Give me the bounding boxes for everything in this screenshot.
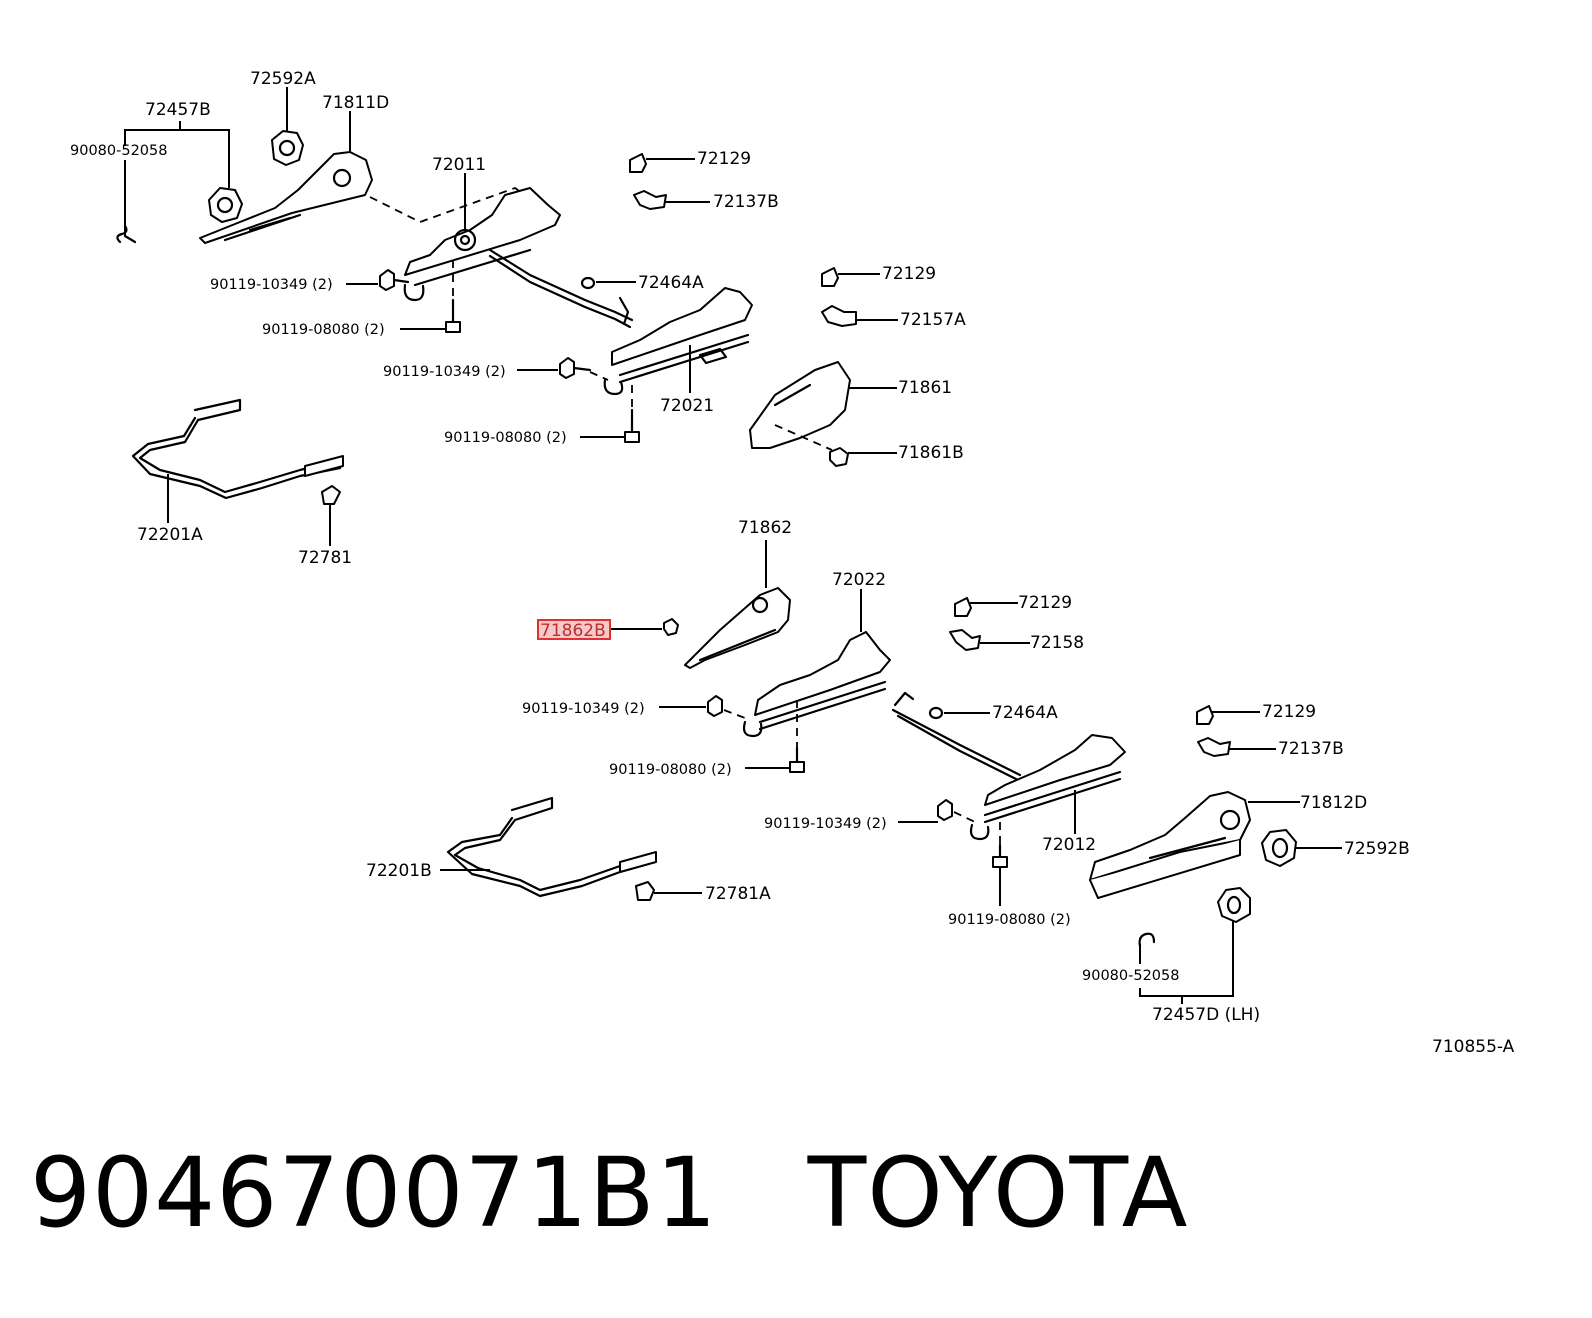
label-71861[interactable]: 71861 xyxy=(898,378,952,398)
label-72457D[interactable]: 72457D (LH) xyxy=(1152,1005,1260,1025)
label-90119-10349-a[interactable]: 90119-10349 (2) xyxy=(210,277,333,293)
part-72781-clip xyxy=(321,485,341,505)
part-72011-track xyxy=(403,187,634,329)
clip-90080-52058-bottom xyxy=(1138,932,1156,948)
part-71862-cover xyxy=(684,587,791,669)
part-bolt-90119-10349-d xyxy=(937,799,953,821)
part-72201a-bar xyxy=(131,398,344,500)
part-72457d-knob xyxy=(1217,887,1251,923)
label-90119-10349-b[interactable]: 90119-10349 (2) xyxy=(383,364,506,380)
highlight-box xyxy=(537,619,611,640)
part-71861-cover xyxy=(749,361,851,449)
label-72137B-a[interactable]: 72137B xyxy=(713,192,779,212)
label-90080-52058-bottom[interactable]: 90080-52058 xyxy=(1082,968,1180,984)
label-72464A-a[interactable]: 72464A xyxy=(638,273,704,293)
label-71862[interactable]: 71862 xyxy=(738,518,792,538)
part-72457b-knob xyxy=(208,187,243,223)
part-72137b-clip-a xyxy=(633,190,667,210)
label-72158[interactable]: 72158 xyxy=(1030,633,1084,653)
part-72157a-clip xyxy=(821,305,857,327)
label-90119-08080-c[interactable]: 90119-08080 (2) xyxy=(609,762,732,778)
part-72129-clip-d xyxy=(1196,705,1214,725)
part-72464a-washer-b xyxy=(928,706,944,720)
label-90119-08080-a[interactable]: 90119-08080 (2) xyxy=(262,322,385,338)
label-72157A[interactable]: 72157A xyxy=(900,310,966,330)
part-72592b-knob xyxy=(1261,829,1297,867)
label-72022[interactable]: 72022 xyxy=(832,570,886,590)
caption: 904670071B1 TOYOTA xyxy=(30,1138,1188,1248)
part-72464a-washer-a xyxy=(580,276,596,290)
label-72457B[interactable]: 72457B xyxy=(145,100,211,120)
label-72129-a[interactable]: 72129 xyxy=(697,149,751,169)
label-72137B-b[interactable]: 72137B xyxy=(1278,739,1344,759)
part-72201b-bar xyxy=(446,796,657,898)
brand-title: TOYOTA xyxy=(807,1137,1189,1249)
label-72129-c[interactable]: 72129 xyxy=(1018,593,1072,613)
figure-code: 710855-A xyxy=(1432,1037,1515,1057)
label-71861B[interactable]: 71861B xyxy=(898,443,964,463)
part-bolt-90119-08080-c xyxy=(789,746,805,773)
part-bolt-90119-08080-a xyxy=(445,298,461,333)
part-72137b-clip-b xyxy=(1197,737,1231,757)
label-72781[interactable]: 72781 xyxy=(298,548,352,568)
part-bolt-90119-10349-c xyxy=(707,695,723,717)
part-72129-clip-a xyxy=(629,153,647,173)
label-90119-08080-d[interactable]: 90119-08080 (2) xyxy=(948,912,1071,928)
label-72012[interactable]: 72012 xyxy=(1042,835,1096,855)
part-72021-track xyxy=(603,287,753,396)
label-72201B[interactable]: 72201B xyxy=(366,861,432,881)
label-71812D[interactable]: 71812D xyxy=(1300,793,1367,813)
label-90119-10349-d[interactable]: 90119-10349 (2) xyxy=(764,816,887,832)
part-72781a-clip xyxy=(635,881,655,901)
part-72129-clip-b xyxy=(821,267,839,287)
part-72012-track xyxy=(891,691,1126,841)
label-72129-b[interactable]: 72129 xyxy=(882,264,936,284)
label-72464A-b[interactable]: 72464A xyxy=(992,703,1058,723)
part-71861b-screw xyxy=(829,447,849,467)
part-71862b-screw xyxy=(663,618,679,636)
label-71862B[interactable]: 71862B xyxy=(540,621,606,641)
part-72592a-knob xyxy=(271,130,304,166)
label-90119-08080-b[interactable]: 90119-08080 (2) xyxy=(444,430,567,446)
label-71811D[interactable]: 71811D xyxy=(322,93,389,113)
label-72021[interactable]: 72021 xyxy=(660,396,714,416)
label-72129-d[interactable]: 72129 xyxy=(1262,702,1316,722)
clip-90080-52058-top xyxy=(116,224,137,244)
part-71812d-cover xyxy=(1089,791,1251,899)
part-72022-track xyxy=(742,631,891,738)
label-90119-10349-c[interactable]: 90119-10349 (2) xyxy=(522,701,645,717)
part-bolt-90119-10349-b xyxy=(559,357,592,379)
label-72592B[interactable]: 72592B xyxy=(1344,839,1410,859)
label-72592A[interactable]: 72592A xyxy=(250,69,316,89)
part-bolt-90119-08080-b xyxy=(624,408,640,443)
part-71811d-cover xyxy=(199,151,373,244)
label-72201A[interactable]: 72201A xyxy=(137,525,203,545)
label-72011[interactable]: 72011 xyxy=(432,155,486,175)
label-90080-52058-top[interactable]: 90080-52058 xyxy=(70,143,168,159)
label-72781A[interactable]: 72781A xyxy=(705,884,771,904)
part-bolt-90119-08080-d xyxy=(992,843,1008,868)
part-72158-clip xyxy=(949,629,981,651)
part-bolt-90119-10349-a xyxy=(379,269,410,291)
part-number-title: 904670071B1 xyxy=(30,1137,718,1249)
part-72129-clip-c xyxy=(954,597,972,617)
